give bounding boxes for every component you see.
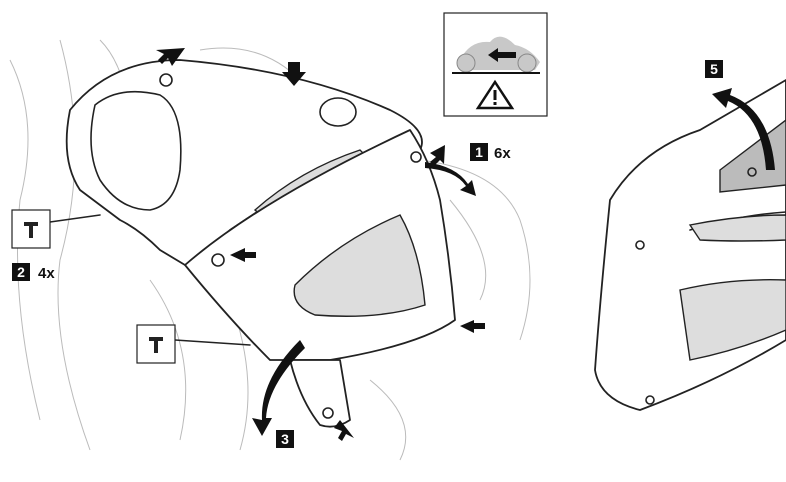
svg-text:6x: 6x — [494, 145, 511, 162]
arrow-icon — [282, 62, 306, 86]
background-frame-lines — [9, 39, 531, 461]
arrow-icon — [460, 320, 485, 333]
arrow-icon — [252, 340, 305, 436]
front-cowl-left — [65, 59, 456, 428]
rivet-callout-left — [11, 209, 101, 249]
direction-warning-box — [443, 12, 548, 117]
svg-text:1: 1 — [475, 144, 483, 160]
arrow-icon — [430, 145, 445, 166]
arrow-icon — [712, 88, 775, 170]
fastener-arrows — [156, 48, 485, 441]
rivet-callout-middle — [136, 324, 251, 364]
svg-text:5: 5 — [710, 61, 718, 77]
arrow-icon — [334, 420, 354, 441]
push-rivet-icon — [24, 222, 38, 238]
svg-text:2: 2 — [17, 264, 25, 280]
detail-view-right: 5 — [594, 60, 786, 411]
step-3-label: 3 — [276, 430, 294, 448]
svg-text:4x: 4x — [38, 265, 55, 282]
step-1-label: 1 6x — [470, 143, 511, 162]
arrow-icon — [230, 248, 256, 262]
arrow-icon — [425, 162, 476, 196]
arrow-icon — [156, 48, 185, 66]
step-2-label: 2 4x — [12, 263, 55, 282]
svg-text:3: 3 — [281, 431, 289, 447]
push-rivet-icon — [149, 337, 163, 353]
motorcycle-direction-icon — [452, 36, 540, 74]
warning-triangle-icon — [475, 79, 515, 110]
